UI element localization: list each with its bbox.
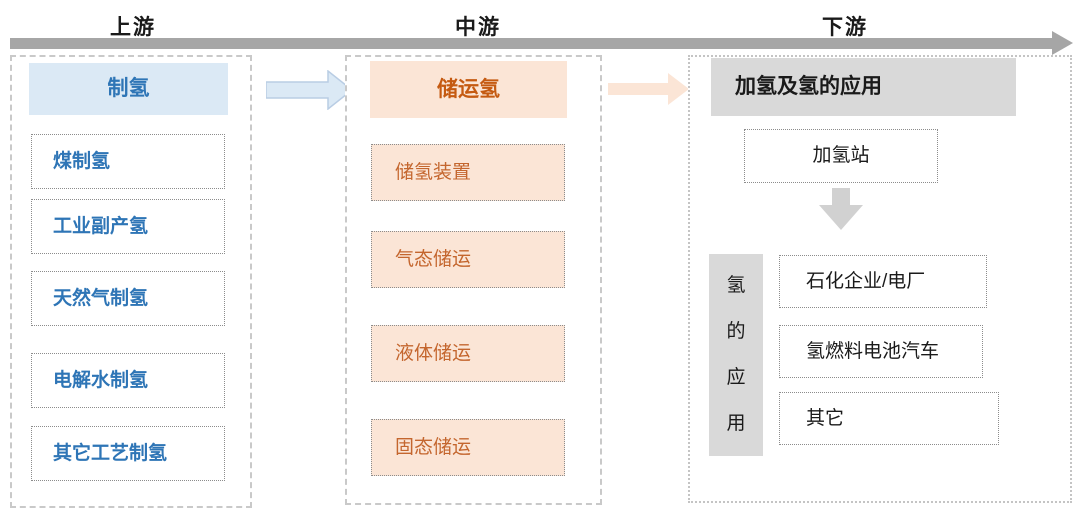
upstream-item-electrolysis: 电解水制氢 <box>31 353 225 408</box>
arrow-station-to-applications-icon <box>819 188 863 230</box>
midstream-item-solid: 固态储运 <box>371 419 565 476</box>
stage-label-upstream: 上游 <box>110 16 156 39</box>
upstream-title: 制氢 <box>29 63 228 115</box>
flow-axis-arrowhead-icon <box>1052 31 1073 55</box>
midstream-item-gaseous: 气态储运 <box>371 231 565 288</box>
upstream-item-other-process: 其它工艺制氢 <box>31 426 225 481</box>
midstream-title: 储运氢 <box>370 61 567 118</box>
upstream-item-natural-gas: 天然气制氢 <box>31 271 225 326</box>
flow-axis-bar <box>10 38 1053 49</box>
hydrogen-applications-label: 氢的应用 <box>726 275 746 434</box>
downstream-column: 加氢及氢的应用 加氢站 氢的应用 石化企业/电厂 氢燃料电池汽车 其它 <box>688 55 1072 503</box>
stage-label-midstream: 中游 <box>455 16 501 39</box>
application-item-other: 其它 <box>779 392 999 445</box>
upstream-column: 制氢 煤制氢 工业副产氢 天然气制氢 电解水制氢 其它工艺制氢 <box>10 55 252 508</box>
upstream-item-coal: 煤制氢 <box>31 134 225 189</box>
arrow-midstream-to-downstream-icon <box>608 73 689 105</box>
upstream-item-industrial-byproduct: 工业副产氢 <box>31 199 225 254</box>
midstream-item-liquid: 液体储运 <box>371 325 565 382</box>
application-item-petrochemical-power: 石化企业/电厂 <box>779 255 987 308</box>
arrow-upstream-to-midstream-icon <box>266 70 354 110</box>
downstream-title: 加氢及氢的应用 <box>711 58 1016 116</box>
midstream-column: 储运氢 储氢装置 气态储运 液体储运 固态储运 <box>345 55 602 505</box>
hydrogen-applications-label-box: 氢的应用 <box>709 254 763 456</box>
midstream-item-storage-device: 储氢装置 <box>371 144 565 201</box>
stage-label-downstream: 下游 <box>822 16 868 39</box>
application-item-fuel-cell-vehicle: 氢燃料电池汽车 <box>779 325 983 378</box>
refueling-station-box: 加氢站 <box>744 129 938 183</box>
